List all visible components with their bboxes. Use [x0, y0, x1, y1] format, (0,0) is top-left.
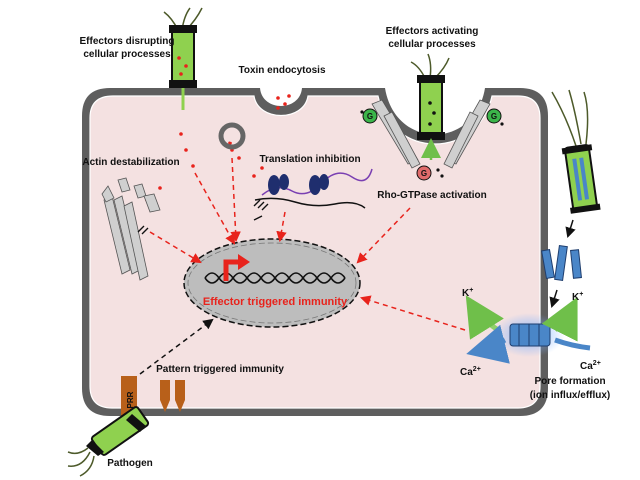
- pathogen-bottom: [67, 406, 150, 477]
- ion-ca-right: Ca2+: [580, 360, 601, 372]
- pattern-immunity-label: Pattern triggered immunity: [156, 364, 284, 375]
- pore-toxin-monomers: [541, 245, 582, 281]
- svg-text:PRR: PRR: [126, 391, 135, 408]
- membrane-pore: [493, 313, 565, 357]
- ion-ca-left: Ca2+: [460, 366, 481, 378]
- pore-formation-label-2: (ion influx/efflux): [530, 390, 611, 401]
- effectors-disrupting-label-1: Effectors disrupting: [79, 36, 174, 47]
- gtpase-green-right: G: [486, 108, 502, 124]
- ion-k-left: K+: [462, 287, 473, 299]
- pore-formation-label-1: Pore formation: [534, 376, 605, 387]
- pathogen-effectors-activating: [410, 53, 450, 160]
- effector-immunity-label: Effector triggered immunity: [203, 296, 348, 308]
- ion-flux-arrows: [465, 295, 591, 364]
- nucleus: Effector triggered immunity: [183, 238, 361, 328]
- effectors-activating-label-1: Effectors activating: [386, 26, 479, 37]
- toxin-endocytosis-label: Toxin endocytosis: [238, 65, 325, 76]
- signal-arrows-red: [149, 157, 466, 331]
- translation-inhibition-label: Translation inhibition: [259, 154, 360, 165]
- actin-destabilization-label: Actin destabilization: [82, 157, 179, 168]
- pathogen-pore-forming: [551, 89, 601, 214]
- gtpase-red: G: [416, 165, 432, 181]
- actin-cut-icon: [137, 225, 149, 235]
- endosome-vesicle: [218, 122, 246, 150]
- svg-text:G: G: [491, 112, 497, 121]
- effectors-activating-label-2: cellular processes: [388, 39, 476, 50]
- svg-text:G: G: [421, 169, 427, 178]
- effector-dots: [145, 132, 264, 202]
- ion-k-right: K+: [572, 291, 583, 303]
- svg-text:G: G: [367, 112, 373, 121]
- pathogen-label: Pathogen: [107, 458, 153, 469]
- pathogen-effectors-disrupting: [163, 7, 203, 110]
- rho-gtpase-label: Rho-GTPase activation: [377, 190, 486, 201]
- transcription-arrow-icon: [223, 259, 240, 281]
- prr-receptors: [160, 380, 185, 412]
- actin-filaments: [101, 177, 161, 281]
- dna-helix-icon: [204, 272, 346, 284]
- toxin-endocytosis: [276, 94, 291, 110]
- arrow-pattern-immunity: [139, 318, 214, 375]
- gdp-dots: [360, 110, 504, 178]
- pocket-actin-right: [443, 99, 491, 169]
- ribosome-mrna: [253, 168, 373, 221]
- pocket-actin-left: [371, 99, 421, 169]
- arrow-pore-assembly: [549, 289, 560, 309]
- arrow-toxin-release: [565, 219, 576, 239]
- gtpase-green-left: G: [362, 108, 378, 124]
- effectors-disrupting-label-2: cellular processes: [83, 49, 171, 60]
